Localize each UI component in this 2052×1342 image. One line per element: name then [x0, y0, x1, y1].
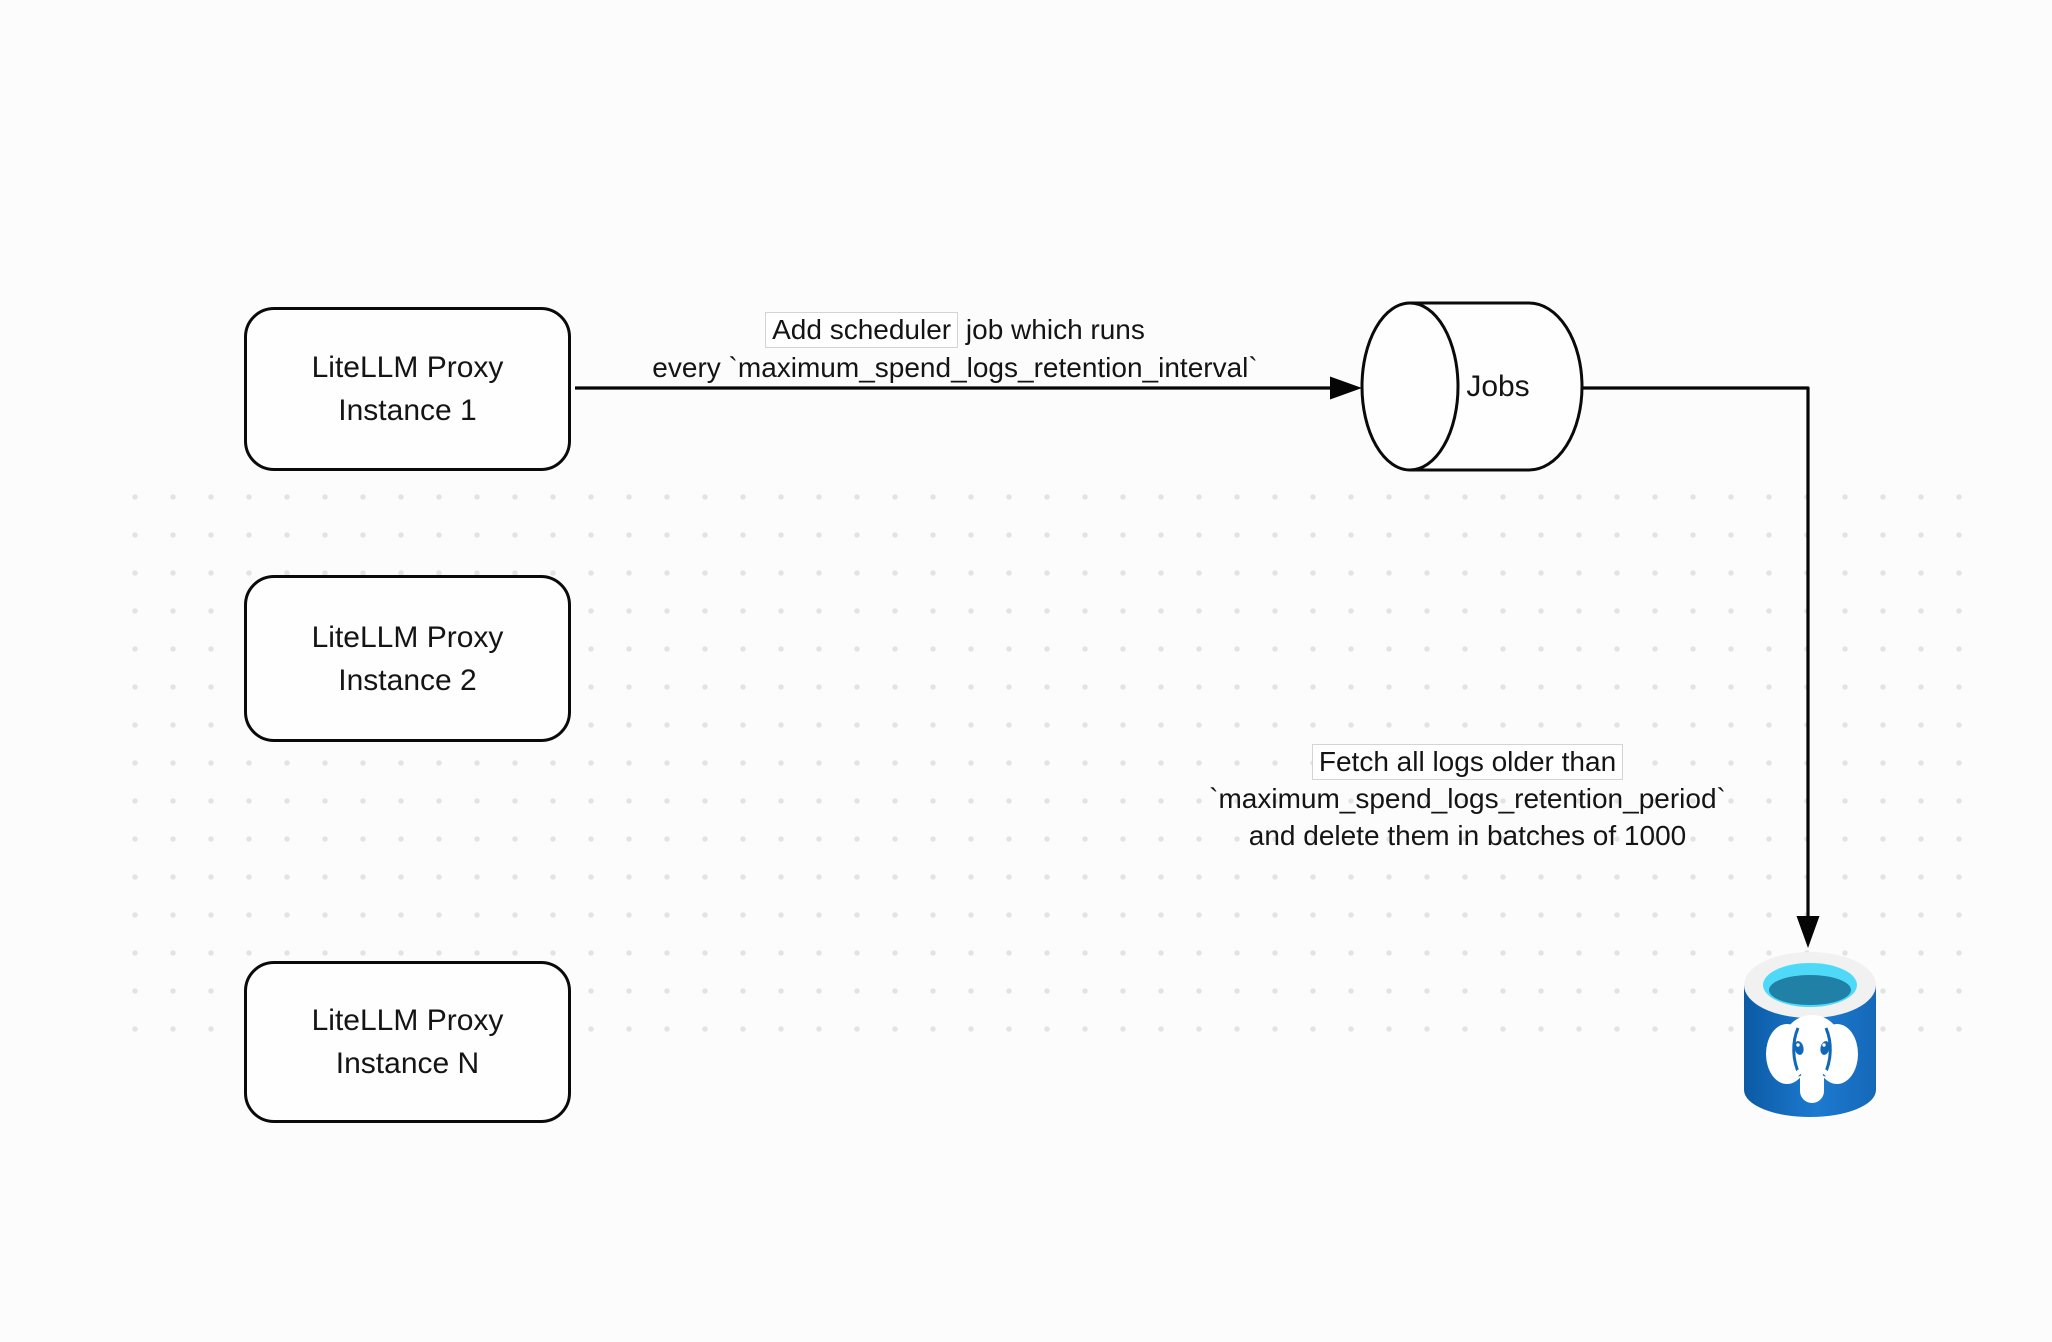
- edge-label-cleanup: Fetch all logs older than `maximum_spend…: [1140, 743, 1795, 854]
- node-label: LiteLLM Proxy: [311, 351, 504, 384]
- node-litellm-proxy-instance-2: LiteLLM Proxy Instance 2: [244, 575, 571, 742]
- postgres-elephant-icon: [1766, 1015, 1858, 1103]
- edge-label-scheduler: Add scheduler job which runs every `maxi…: [570, 311, 1340, 387]
- node-label: LiteLLM Proxy: [311, 620, 504, 654]
- edge-label-line: every `maximum_spend_logs_retention_inte…: [652, 352, 1258, 383]
- edge-label-line: `maximum_spend_logs_retention_period`: [1209, 783, 1726, 814]
- jobs-cylinder-cap: [1360, 301, 1460, 472]
- edge-cleanup-line: [1582, 386, 1810, 917]
- node-label: Instance 1: [338, 394, 477, 427]
- node-label: LiteLLM Proxy: [311, 1004, 504, 1037]
- edge-label-line: and delete them in batches of 1000: [1248, 820, 1687, 851]
- node-label: Instance 2: [338, 663, 477, 697]
- postgresql-icon: [1742, 946, 1878, 1118]
- edge-label-highlight: Add scheduler: [765, 312, 959, 348]
- node-litellm-proxy-instance-1: LiteLLM Proxy Instance 1: [244, 307, 571, 471]
- arrowhead-right-icon: [1330, 376, 1362, 400]
- edge-label-text: job which runs: [958, 314, 1145, 345]
- node-litellm-proxy-instance-n: LiteLLM Proxy Instance N: [244, 961, 571, 1123]
- jobs-node-label: Jobs: [1466, 370, 1530, 403]
- postgresql-icon-svg: [1744, 952, 1876, 1117]
- arrowhead-down-icon: [1796, 916, 1820, 948]
- dot-grid-background: [116, 478, 1978, 1048]
- postgres-cylinder-liquid: [1769, 975, 1851, 1005]
- edge-label-line: Add scheduler job which runs: [570, 311, 1340, 349]
- edge-label-highlight: Fetch all logs older than: [1311, 744, 1624, 780]
- edge-label-line: Fetch all logs older than: [1140, 743, 1795, 780]
- node-label: Instance N: [335, 1047, 480, 1080]
